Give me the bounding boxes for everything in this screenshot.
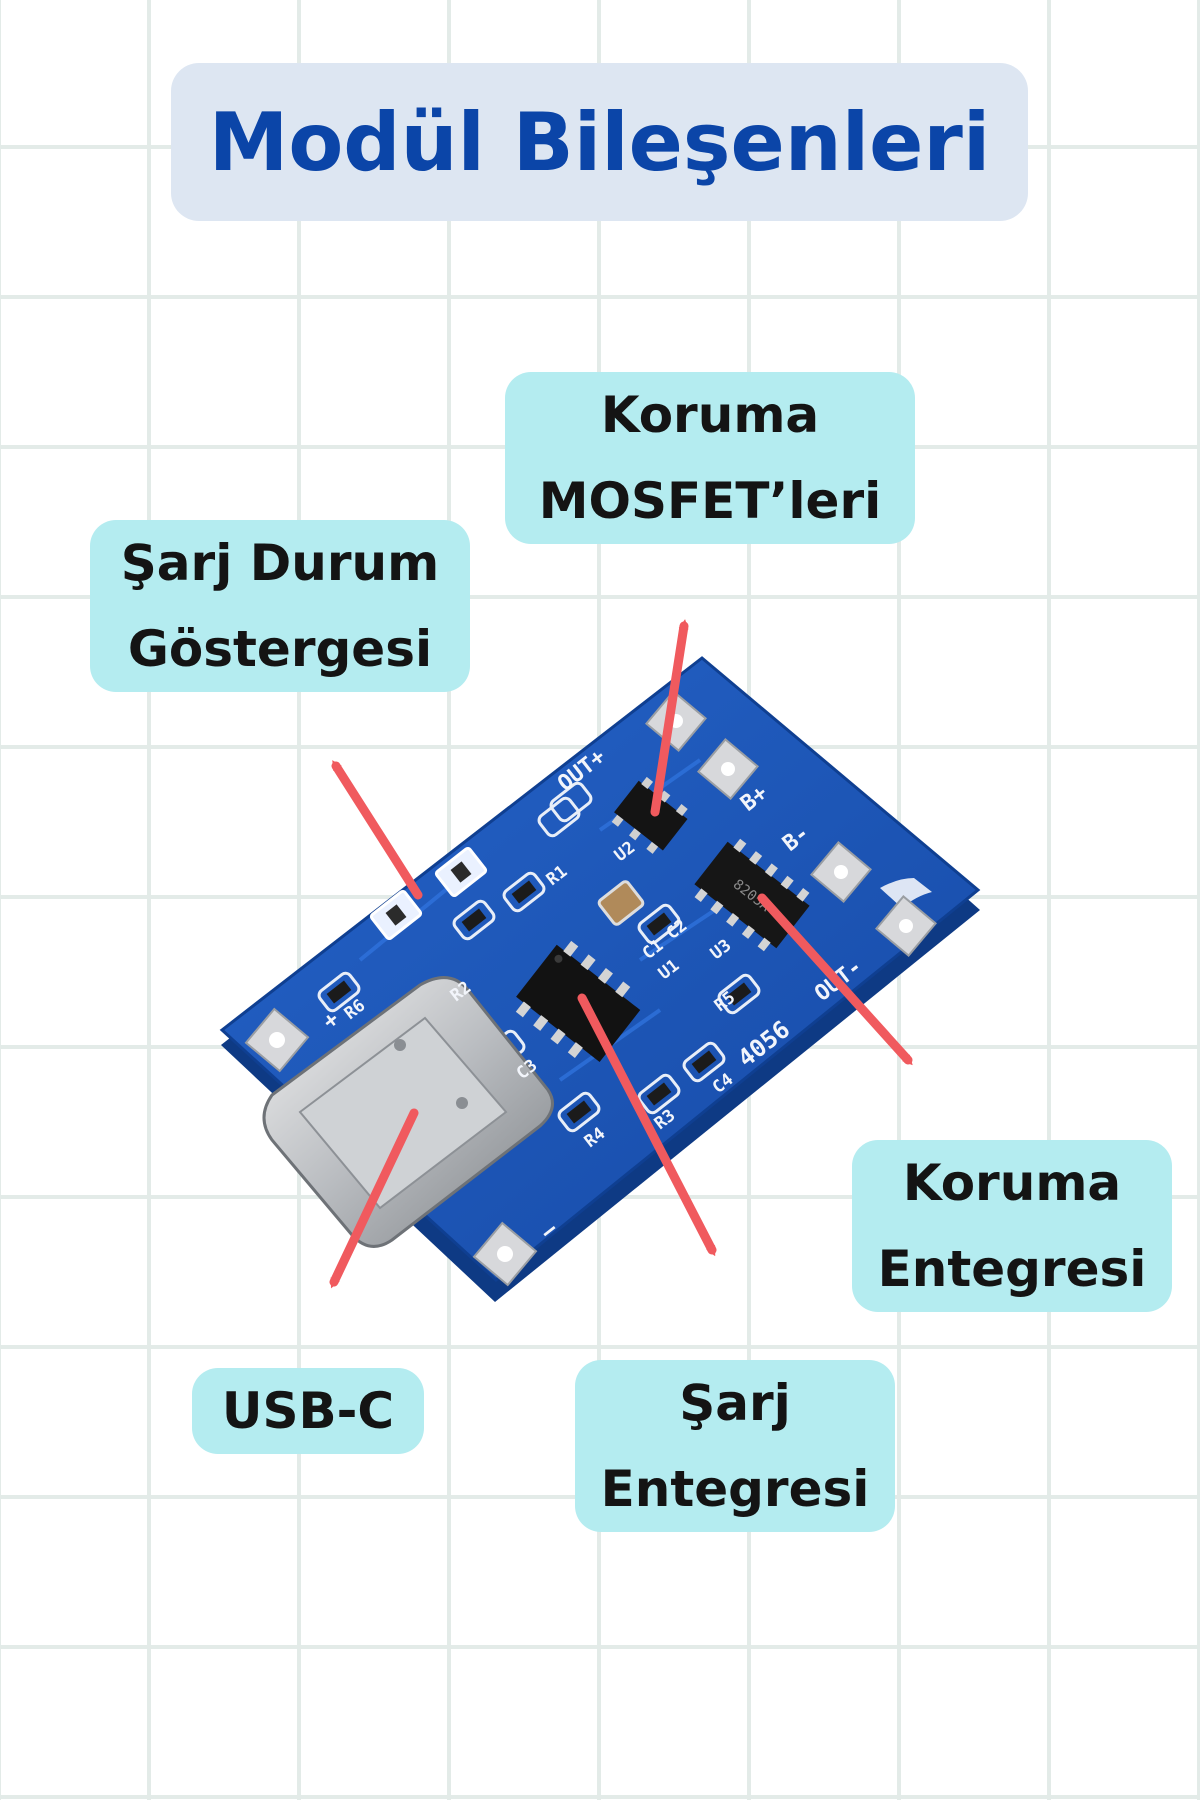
- capacitor: [597, 880, 645, 926]
- arrow-up-icon: [331, 760, 423, 900]
- arrow-down-icon: [329, 1108, 419, 1289]
- label-line: Şarj Durum: [120, 534, 440, 592]
- label-protection-mosfets: Koruma MOSFET’leri: [505, 372, 915, 544]
- label-line: Koruma: [600, 386, 820, 444]
- label-charge-status: Şarj Durum Göstergesi: [90, 520, 470, 692]
- page-title: Modül Bileşenleri: [208, 95, 991, 189]
- label-line: MOSFET’leri: [538, 472, 882, 530]
- label-charge-ic: Şarj Entegresi: [575, 1360, 895, 1532]
- label-line: Entegresi: [877, 1240, 1147, 1298]
- label-usb-c: USB-C: [192, 1368, 424, 1454]
- arrow-up-icon: [650, 619, 689, 817]
- usb-c-port-icon: [262, 976, 554, 1248]
- arrow-down-icon: [577, 993, 717, 1257]
- mounting-pads: [244, 690, 937, 1287]
- label-line: Entegresi: [600, 1460, 870, 1518]
- charge-ic-chip: [515, 940, 641, 1063]
- label-protection-ic: Koruma Entegresi: [852, 1140, 1172, 1312]
- label-line: Göstergesi: [127, 620, 433, 678]
- mosfet-chip: [611, 776, 688, 854]
- title-box: Modül Bileşenleri: [171, 63, 1028, 221]
- arrow-down-icon: [757, 893, 913, 1066]
- smd-components: [317, 781, 761, 1133]
- label-line: USB-C: [221, 1382, 395, 1440]
- arrows: [329, 619, 913, 1289]
- label-line: Koruma: [902, 1154, 1122, 1212]
- status-leds: [369, 846, 488, 941]
- label-line: Şarj: [679, 1374, 791, 1432]
